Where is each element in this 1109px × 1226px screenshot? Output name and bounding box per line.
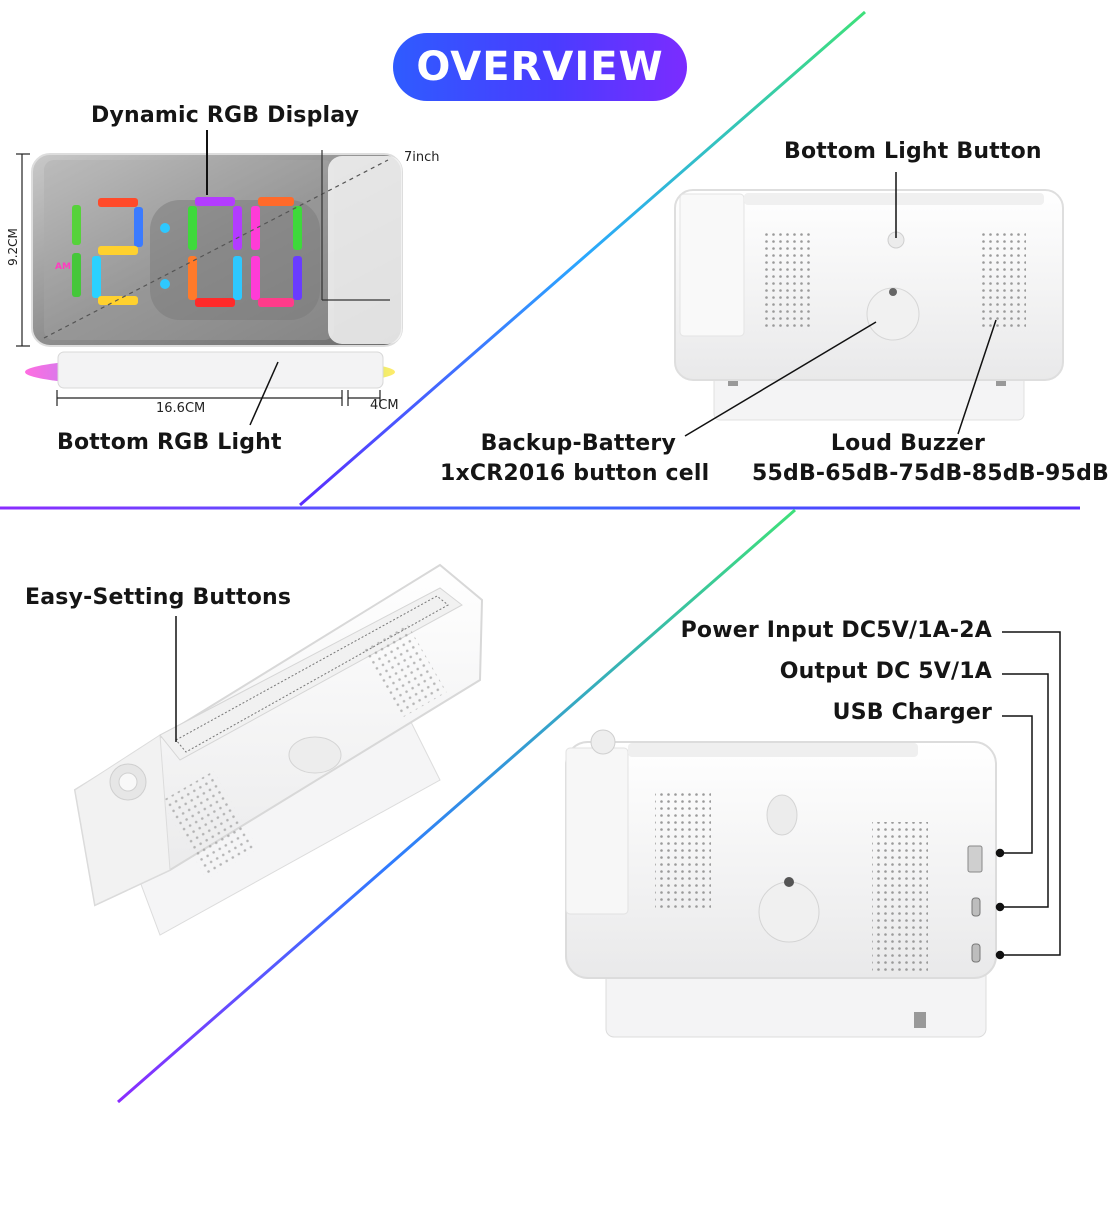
power-input-label: Power Input DC5V/1A-2A <box>680 618 992 643</box>
dynamic-rgb-display-label: Dynamic RGB Display <box>91 103 360 128</box>
overview-graphics <box>0 10 1080 1104</box>
usb-charger-label: USB Charger <box>832 700 992 725</box>
side-leaders <box>995 631 1061 960</box>
backup-battery-label: Backup-Battery <box>480 431 676 456</box>
loud-buzzer-detail: 55dB-65dB-75dB-85dB-95dB <box>752 461 1109 486</box>
height-dimension: 9.2CM <box>5 228 20 266</box>
bottom-rgb-light-label: Bottom RGB Light <box>57 430 282 455</box>
width-dimension: 16.6CM <box>156 401 206 416</box>
diagonal-size: 7inch <box>404 150 440 165</box>
am-indicator: AM <box>55 262 71 272</box>
bottom-light-button-label: Bottom Light Button <box>784 139 1042 164</box>
back-clock <box>674 189 1064 421</box>
front-clock <box>25 153 403 389</box>
backup-battery-detail: 1xCR2016 button cell <box>440 461 710 486</box>
easy-setting-buttons-label: Easy-Setting Buttons <box>25 585 292 610</box>
clock-digits <box>72 197 302 307</box>
divider-diagonal-bottom <box>117 508 796 1104</box>
back-leaders <box>684 172 997 437</box>
overview-badge: OVERVIEW <box>393 33 687 101</box>
output-label: Output DC 5V/1A <box>779 659 992 684</box>
front-dimensions <box>16 130 390 426</box>
top-clock <box>73 563 484 936</box>
side-clock <box>565 729 997 1038</box>
depth-dimension: 4CM <box>370 398 399 413</box>
divider-diagonal-top <box>299 10 866 507</box>
loud-buzzer-label: Loud Buzzer <box>830 431 986 456</box>
